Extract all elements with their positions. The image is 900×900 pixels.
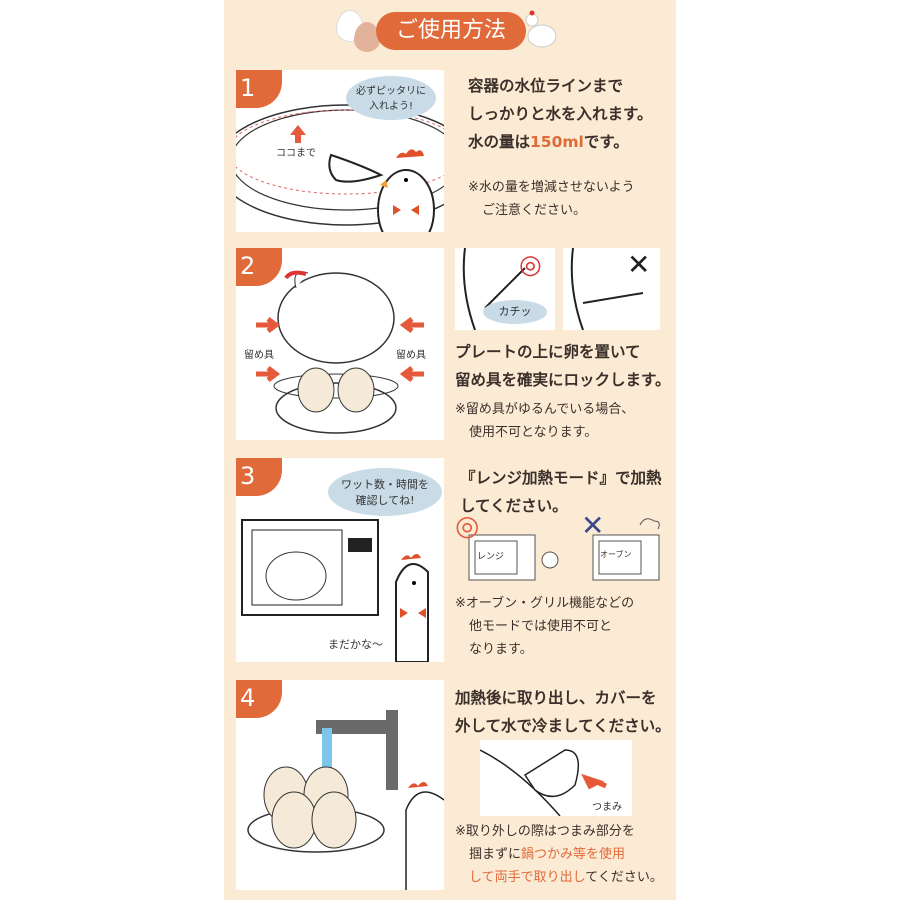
chicken-speech: まだかな〜 xyxy=(328,638,383,651)
step3-line1: 『レンジ加熱モード』で加熱 xyxy=(460,469,662,487)
step2-line2: 留め具を確実にロックします。 xyxy=(455,371,671,389)
step2-note1: ※留め具がゆるんでいる場合、 xyxy=(455,402,635,417)
knob-image: つまみ xyxy=(480,740,632,816)
text: 水の量は xyxy=(468,133,531,151)
speech-bubble: 必ずピッタリに 入れよう! xyxy=(346,76,436,120)
step2-line1: プレートの上に卵を置いて xyxy=(455,343,641,361)
step1-line1: 容器の水位ラインまで xyxy=(468,77,624,95)
step1-note1: ※水の量を増減させないよう xyxy=(468,180,635,195)
ng-screen-label: オーブン xyxy=(600,550,632,559)
egg-brown-icon xyxy=(354,22,380,52)
step1-image: 1 必ずピッタリに 入れよう! ココまで xyxy=(236,70,444,232)
step4-note1: ※取り外しの際はつまみ部分を xyxy=(455,824,635,839)
step4-image: 4 xyxy=(236,680,444,890)
step3-note1: ※オーブン・グリル機能などの xyxy=(455,596,635,611)
text: てください。 xyxy=(585,870,663,885)
ok-mark: ◎ xyxy=(519,250,542,280)
speech-bubble: ワット数・時間を 確認してね! xyxy=(328,468,442,516)
step4-note2: 掴まずに鍋つかみ等を使用 xyxy=(469,843,625,866)
step4-line2: 外して水で冷ましてください。 xyxy=(455,717,671,735)
ok-screen-label: レンジ xyxy=(477,552,505,562)
ng-mark: ✕ xyxy=(581,509,605,542)
clip-locked-image: ◎ カチッ xyxy=(455,248,555,330)
clip-label-right: 留め具 xyxy=(396,350,426,361)
highlight: 鍋つかみ等を使用 xyxy=(521,847,626,862)
step-number: 2 xyxy=(236,248,282,286)
text: です。 xyxy=(583,133,629,151)
chicken-icon xyxy=(524,8,557,48)
step1-note2: ご注意ください。 xyxy=(482,203,587,218)
ok-mark: ◎ xyxy=(455,509,480,542)
water-line-label: ココまで xyxy=(276,148,316,159)
click-bubble: カチッ xyxy=(483,300,547,324)
highlight: して両手で取り出し xyxy=(469,870,586,885)
step3-image: 3 ワット数・時間を 確認してね! まだかな〜 xyxy=(236,458,444,662)
step3-note2: 他モードでは使用不可と xyxy=(469,619,613,634)
page-title: ご使用方法 xyxy=(376,12,526,50)
ng-mark: ✕ xyxy=(627,248,651,281)
step4-line1: 加熱後に取り出し、カバーを xyxy=(455,689,657,707)
microwave-ok-icon: ◎ レンジ xyxy=(455,509,565,587)
step1-line3: 水の量は150mlです。 xyxy=(468,128,629,156)
step2-note2: 使用不可となります。 xyxy=(469,425,598,440)
step2-image: 2 留め具 留め具 xyxy=(236,248,444,440)
knob-label: つまみ xyxy=(592,802,622,813)
clip-unlocked-image: ✕ xyxy=(563,248,660,330)
step3-line2: してください。 xyxy=(460,497,568,515)
step4-note3: して両手で取り出してください。 xyxy=(469,866,663,889)
clip-label-left: 留め具 xyxy=(244,350,274,361)
text: 掴まずに xyxy=(469,847,522,862)
step1-line2: しっかりと水を入れます。 xyxy=(468,105,653,123)
water-amount: 150ml xyxy=(530,133,584,151)
step3-note3: なります。 xyxy=(469,642,533,657)
microwave-ng-icon: ✕ オーブン xyxy=(575,509,670,587)
